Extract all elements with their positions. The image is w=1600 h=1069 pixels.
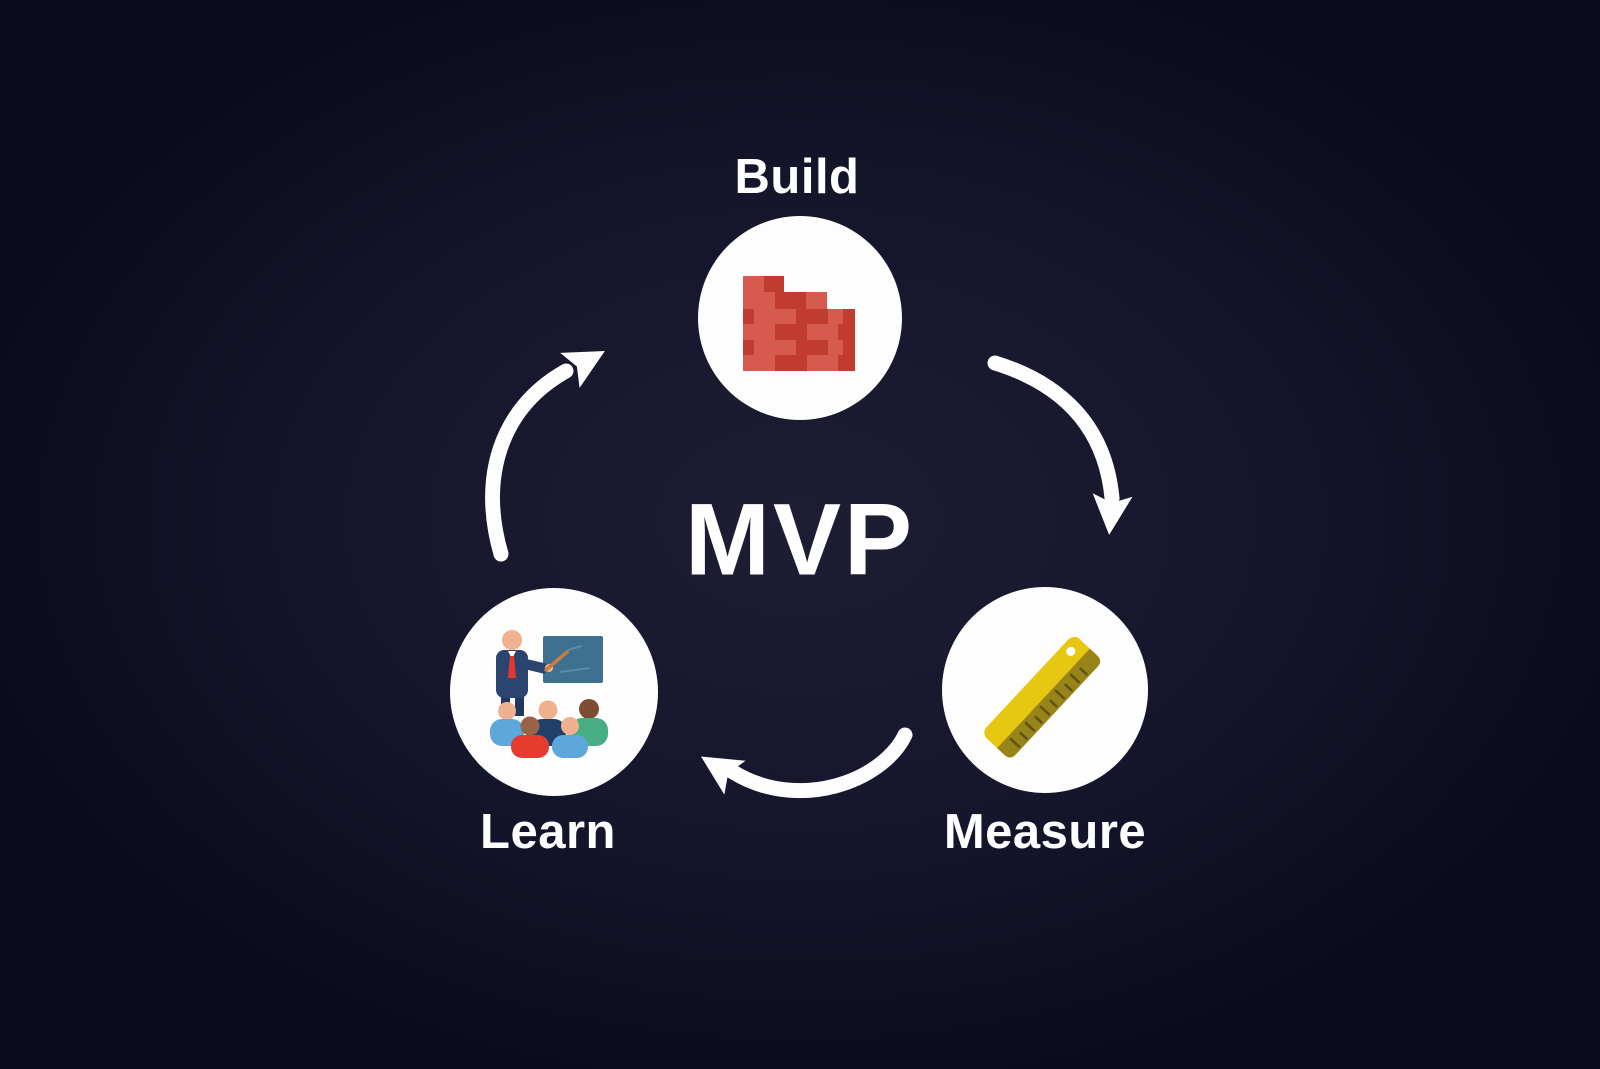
student-figures (490, 699, 608, 758)
ruler-icon (984, 636, 1101, 758)
measure-label: Measure (943, 805, 1147, 859)
arrow-build-to-measure (987, 355, 1133, 537)
arrow-learn-to-build (485, 333, 615, 562)
learn-label: Learn (480, 805, 616, 859)
chalkboard (543, 636, 603, 683)
brick-wall-icon (743, 276, 855, 371)
classroom-icon (490, 630, 608, 758)
learn-node-circle (450, 588, 658, 796)
arrow-measure-to-learn (690, 727, 913, 799)
mvp-title: MVP (684, 482, 916, 597)
build-label: Build (734, 150, 860, 204)
